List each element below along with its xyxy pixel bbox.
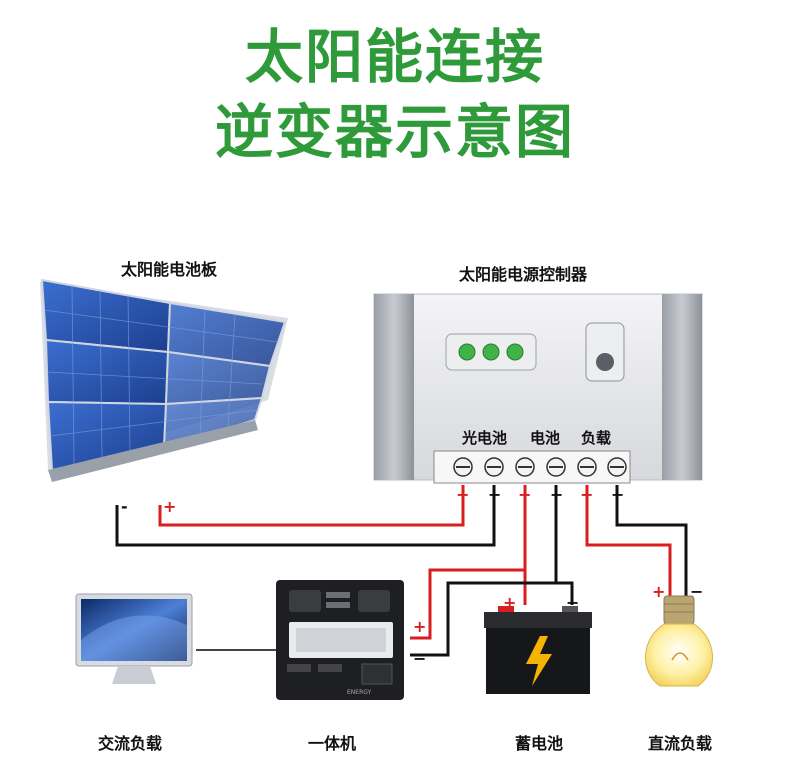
pv-negative-wire	[115, 485, 496, 547]
svg-text:+: +	[163, 497, 176, 516]
page-title-line1: 太阳能连接	[244, 23, 545, 91]
inverter-negative-wire	[410, 581, 556, 657]
page-title-line2: 逆变器示意图	[214, 98, 575, 166]
ac-load-label: 交流负载	[98, 734, 163, 753]
svg-text:−: −	[550, 485, 563, 504]
light-bulb-icon	[645, 595, 713, 687]
inverter-all-in-one: ENERGY	[276, 580, 404, 700]
battery-negative-wire	[554, 485, 574, 605]
battery-label: 蓄电池	[515, 734, 564, 753]
polarity-marks: - + + − + − + − + − + − + −	[121, 485, 703, 668]
battery-icon	[484, 606, 592, 694]
terminal-label-load: 负载	[581, 429, 611, 447]
solar-panel-label: 太阳能电池板	[121, 260, 218, 279]
dc-load-label: 直流负载	[648, 734, 713, 753]
svg-text:+: +	[518, 485, 531, 504]
inverter-positive-wire	[410, 568, 525, 640]
solar-charge-controller: 光电池 电池 负载	[373, 293, 703, 484]
svg-text:−: −	[413, 649, 426, 668]
svg-text:-: -	[121, 497, 128, 516]
lightning-bolt-icon	[526, 636, 552, 686]
pv-positive-wire	[158, 485, 465, 527]
terminal-label-pv: 光电池	[461, 429, 507, 447]
load-positive-wire	[585, 485, 672, 600]
load-negative-wire	[615, 485, 688, 600]
wires	[115, 485, 688, 657]
socket-icon	[289, 590, 321, 612]
svg-text:+: +	[413, 617, 426, 636]
svg-text:+: +	[652, 582, 665, 601]
controller-button	[585, 322, 625, 382]
svg-text:+: +	[456, 485, 469, 504]
indicator-led-icon	[458, 343, 476, 361]
inverter-brand-text: ENERGY	[347, 689, 372, 696]
svg-text:−: −	[488, 485, 501, 504]
svg-text:−: −	[611, 485, 624, 504]
solar-panel	[40, 278, 288, 482]
svg-text:+: +	[580, 485, 593, 504]
controller-label: 太阳能电源控制器	[459, 265, 588, 284]
inverter-label: 一体机	[308, 734, 357, 753]
monitor-icon	[75, 593, 193, 684]
terminal-label-battery: 电池	[530, 429, 560, 447]
